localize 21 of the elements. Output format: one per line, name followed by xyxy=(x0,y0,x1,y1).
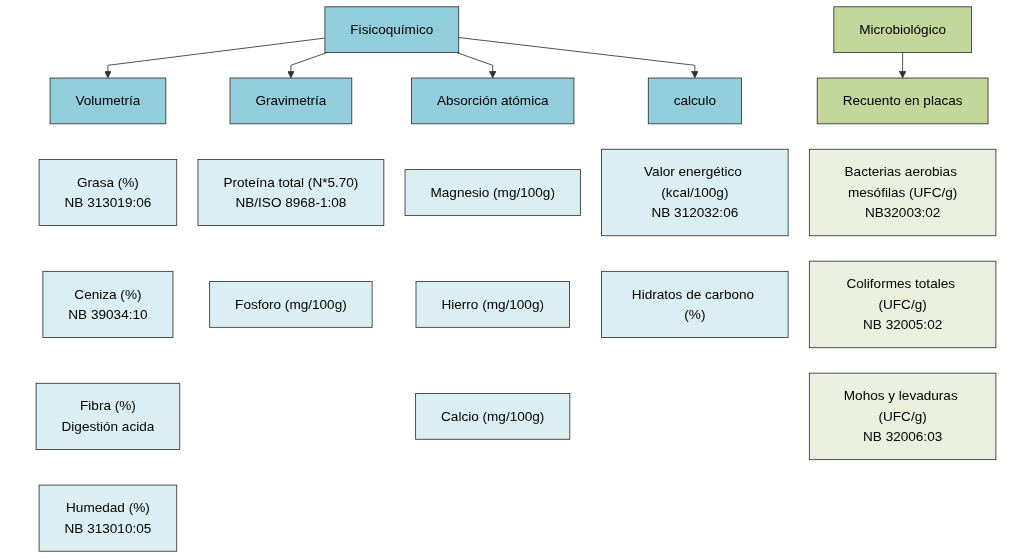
node-box: Volumetría xyxy=(49,77,167,125)
node-box: Bacterias aerobias mesófilas (UFC/g) NB32003:02 xyxy=(808,148,997,237)
node-box: Fosforo (mg/100g) xyxy=(209,281,373,328)
node-box: Gravimetría xyxy=(229,77,353,125)
node-box: Valor energético (kcal/100g) NB 312032:06 xyxy=(601,148,789,237)
node-box: Recuento en placas xyxy=(816,77,989,125)
node-box: Humedad (%) NB 313010:05 xyxy=(38,484,178,552)
node-box: Hidratos de carbono (%) xyxy=(601,270,789,338)
node-box: Mohos y levaduras (UFC/g) NB 32006:03 xyxy=(808,372,997,461)
node-box: Coliformes totales (UFC/g) NB 32005:02 xyxy=(808,260,997,349)
node-box: Calcio (mg/100g) xyxy=(415,393,571,440)
node-box: Fibra (%) Digestión acida xyxy=(35,382,181,450)
node-box: Grasa (%) NB 313019:06 xyxy=(38,159,178,226)
node-box: Hierro (mg/100g) xyxy=(415,281,570,328)
node-box: Magnesio (mg/100g) xyxy=(404,169,581,216)
node-box: Ceniza (%) NB 39034:10 xyxy=(42,270,174,338)
node-box: Absorción atómica xyxy=(411,77,575,125)
node-box: Proteína total (N*5.70) NB/ISO 8968-1:08 xyxy=(197,159,385,226)
node-box: calculo xyxy=(647,77,742,125)
node-box: Fisicoquímico xyxy=(324,6,460,53)
node-box: Microbiológico xyxy=(833,6,972,53)
